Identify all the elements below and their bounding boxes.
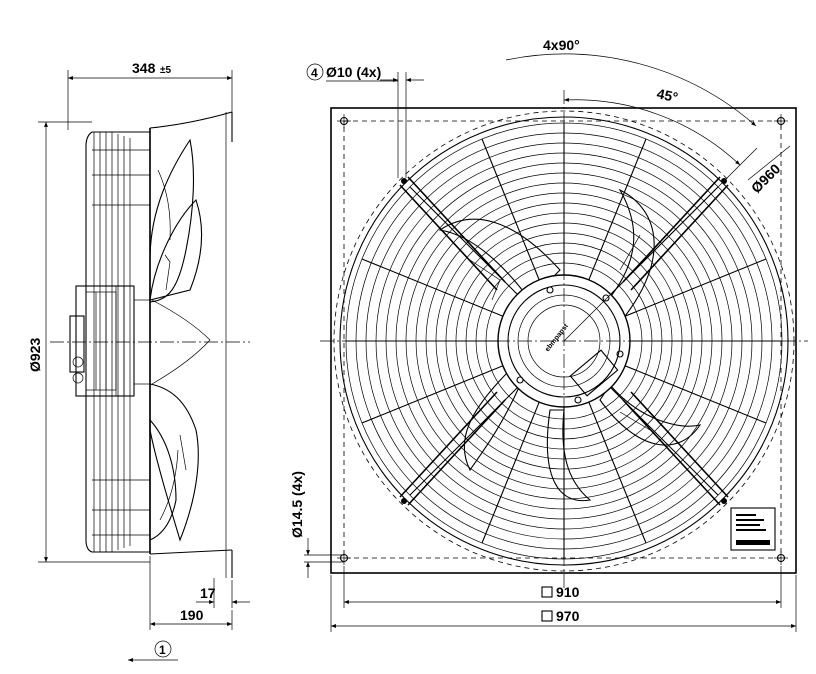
mount-hole-dimension: Ø14.5 (4x) (289, 471, 344, 578)
hole-pattern-outline (343, 120, 782, 559)
hole-spacing-dimension: 910 (343, 566, 782, 608)
plate-size-dimension: 970 (330, 575, 797, 632)
depth-tolerance: ±5 (160, 65, 171, 76)
hole-spacing-label: 910 (556, 584, 580, 600)
depth-label: 348 (132, 60, 156, 76)
hole-callout: 4 Ø10 (4x) (306, 63, 424, 178)
front-view: ebmpapst 4 Ø10 (4x) 4x90° (289, 37, 808, 632)
flange-thickness-label: 17 (200, 585, 216, 601)
square-symbol-icon (541, 610, 553, 622)
airflow-direction-note: 1 (128, 640, 178, 662)
mount-hole (337, 114, 351, 128)
angle-spacing-label: 4x90° (543, 37, 580, 53)
impeller-blades (149, 138, 211, 542)
corner-mounting-holes (337, 114, 788, 565)
mount-hole (337, 551, 351, 565)
side-view: 348 ±5 Ø923 (27, 60, 250, 662)
pitch-diameter-label: Ø960 (748, 160, 784, 196)
guard-brackets (399, 176, 729, 506)
airflow-ref-number: 1 (159, 643, 166, 657)
angle-spacing-dimension: 4x90° (505, 37, 757, 127)
angle-offset-dimension: 45° (563, 85, 758, 342)
hole-callout-label: Ø10 (4x) (326, 64, 381, 80)
plate-size-label: 970 (556, 608, 580, 624)
flange-thickness-dimension: 17 (196, 578, 250, 608)
depth-dimension: 348 ±5 (67, 60, 233, 130)
flange-offset-label: 190 (180, 607, 204, 623)
mounting-flange (149, 111, 233, 578)
mount-hole (774, 551, 788, 565)
rating-plate (730, 507, 776, 551)
angle-offset-label: 45° (655, 85, 679, 105)
side-diameter-dimension: Ø923 (27, 121, 150, 563)
pitch-diameter-dimension: Ø960 (747, 145, 791, 196)
mount-hole-label: Ø14.5 (4x) (289, 471, 305, 538)
side-diameter-label: Ø923 (27, 338, 43, 372)
hole-callout-number: 4 (311, 66, 318, 80)
motor-body (69, 285, 151, 397)
flange-offset-dimension: 190 (149, 556, 233, 630)
mount-hole (774, 114, 788, 128)
square-symbol-icon (541, 586, 553, 598)
mounting-plate (330, 107, 797, 574)
